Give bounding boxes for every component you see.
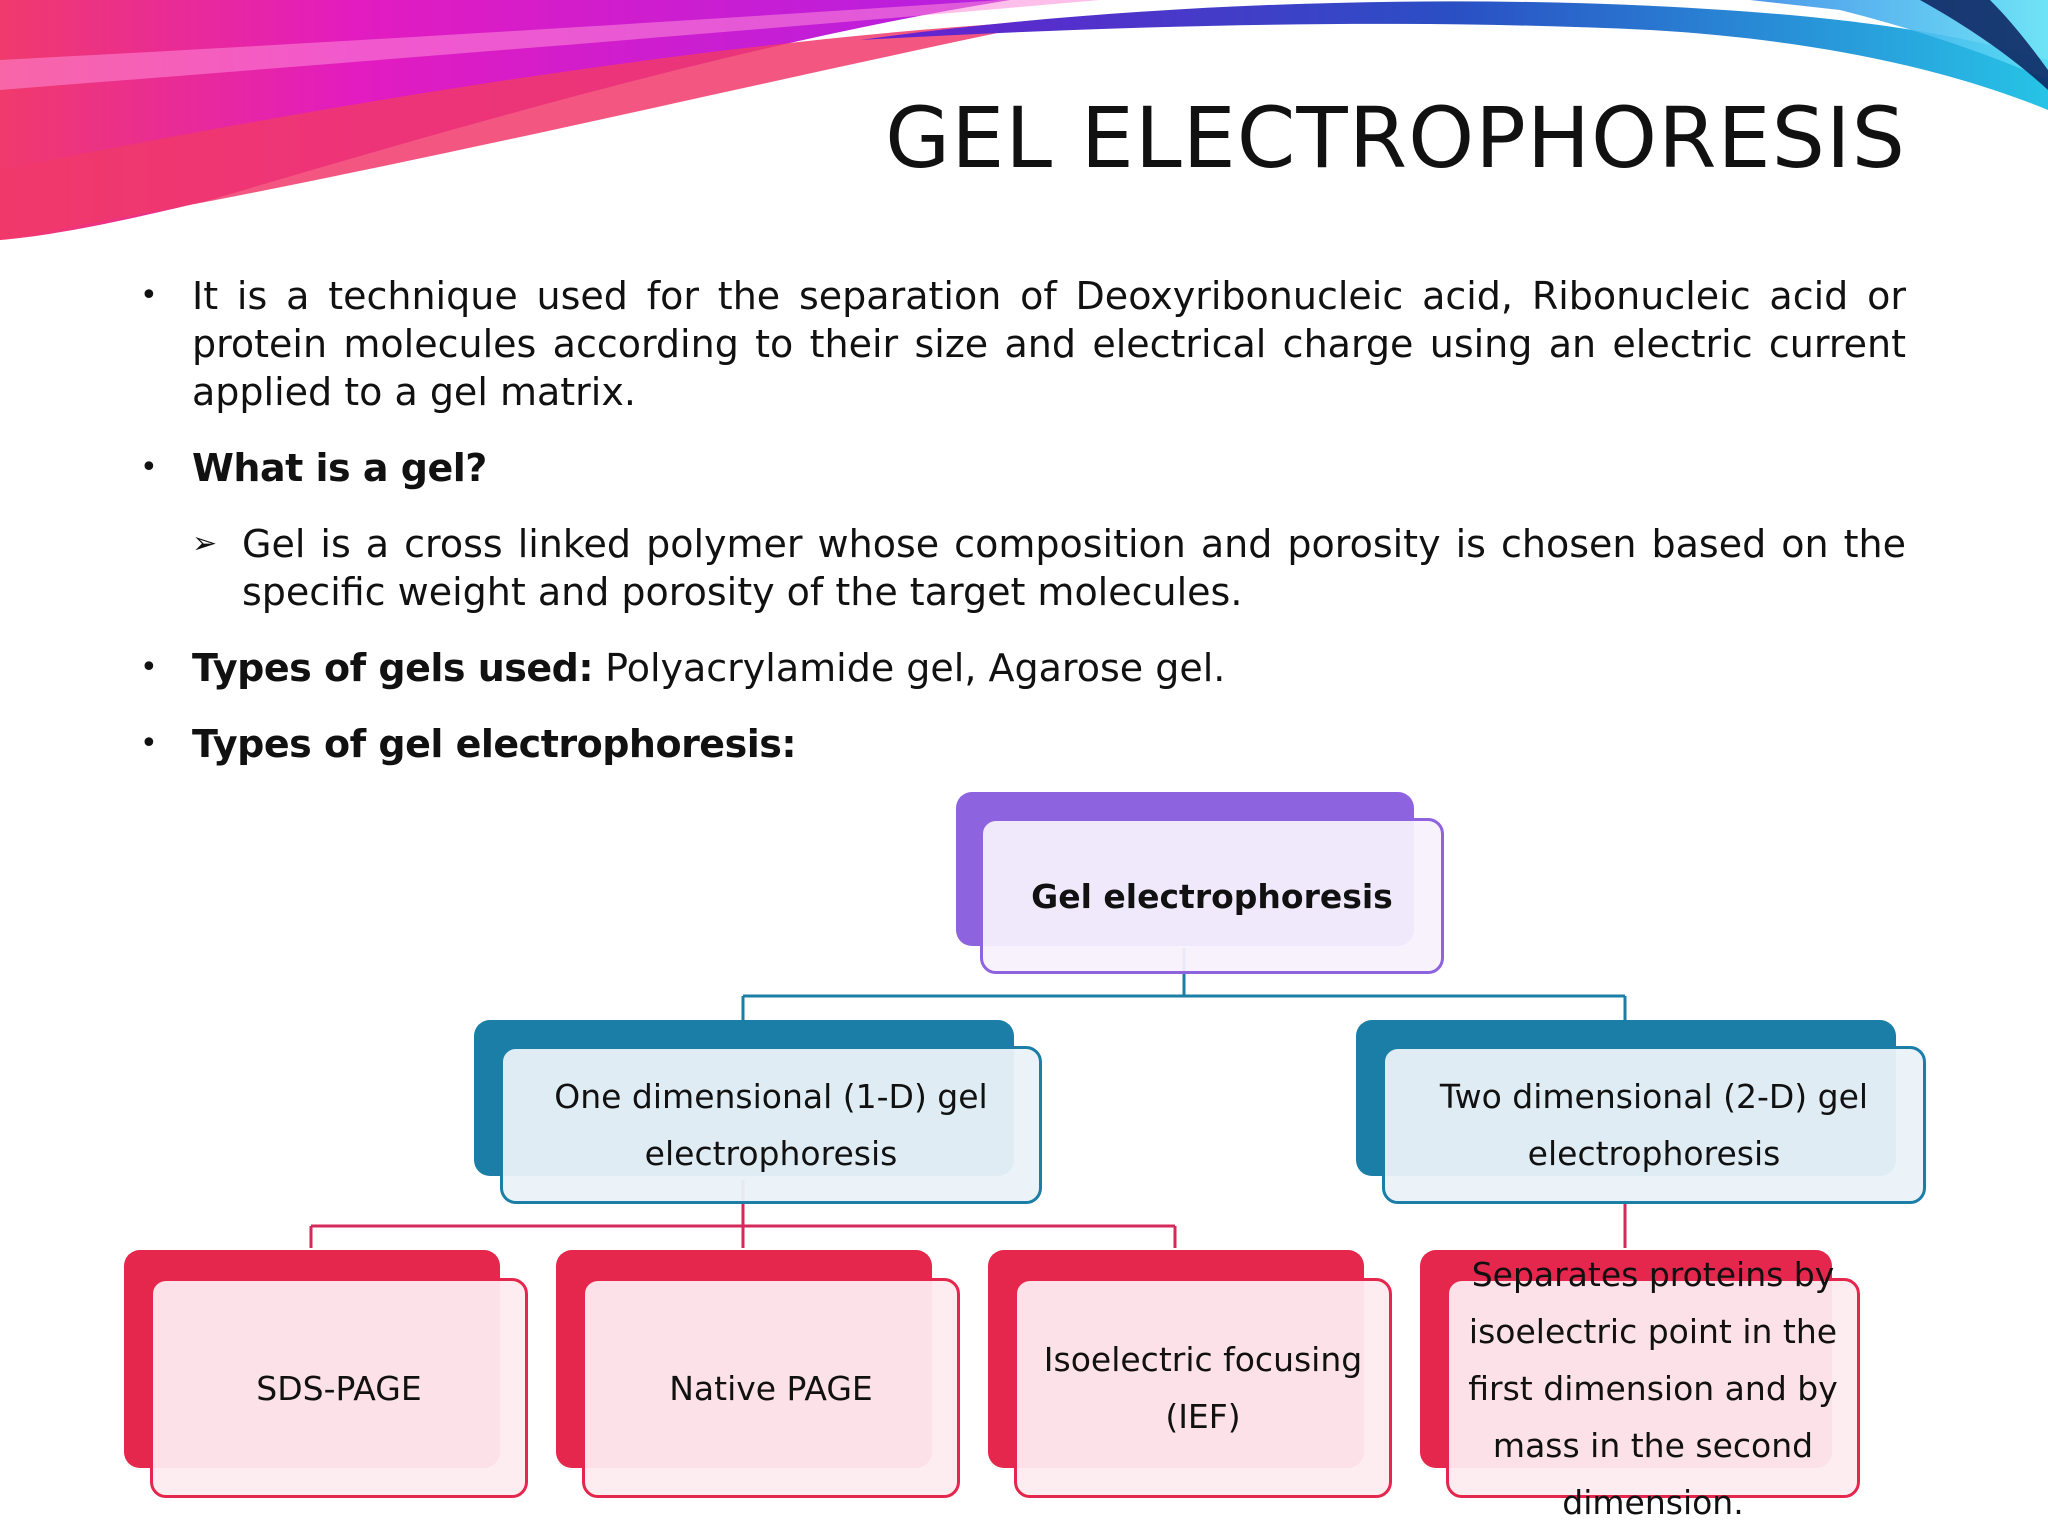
- bullet-what-is-gel: • What is a gel?: [140, 444, 487, 492]
- diagram-root-label: Gel electrophoresis: [1031, 876, 1393, 916]
- diagram-node-2d-label: Two dimensional (2-D) gel electrophoresi…: [1439, 1077, 1869, 1173]
- bullet-what-is-gel-text: What is a gel?: [192, 446, 487, 490]
- diagram-leaf-sds-page-label: SDS-PAGE: [256, 1368, 422, 1408]
- bullet-definition-text: It is a technique used for the separatio…: [192, 274, 1906, 414]
- diagram-leaf-ief-label: Isoelectric focusing (IEF): [1043, 1340, 1363, 1436]
- slide-title: GEL ELECTROPHORESIS: [885, 89, 1906, 187]
- diagram-leaf-2d-description: Separates proteins by isoelectric point …: [1420, 1250, 1860, 1522]
- bullet-types-of-electrophoresis-text: Types of gel electrophoresis:: [192, 722, 797, 766]
- diagram-leaf-sds-page: SDS-PAGE: [124, 1250, 528, 1498]
- bullet-types-of-electrophoresis: • Types of gel electrophoresis:: [140, 720, 797, 768]
- diagram-node-1d: One dimensional (1-D) gel electrophoresi…: [474, 1020, 1042, 1204]
- bullet-marker: •: [140, 650, 158, 685]
- diagram-leaf-2d-description-label: Separates proteins by isoelectric point …: [1468, 1254, 1838, 1522]
- bullet-types-of-gels-label: Types of gels used:: [192, 646, 594, 690]
- sub-bullet-gel-definition-text: Gel is a cross linked polymer whose comp…: [242, 522, 1906, 614]
- diagram-node-2d: Two dimensional (2-D) gel electrophoresi…: [1356, 1020, 1926, 1204]
- diagram-root-node: Gel electrophoresis: [956, 792, 1444, 974]
- bullet-types-of-gels: • Types of gels used: Polyacrylamide gel…: [140, 644, 1226, 692]
- bullet-marker: •: [140, 726, 158, 761]
- diagram-leaf-native-page: Native PAGE: [556, 1250, 960, 1498]
- sub-bullet-gel-definition: ➢ Gel is a cross linked polymer whose co…: [192, 520, 1906, 616]
- diagram-leaf-ief: Isoelectric focusing (IEF): [988, 1250, 1392, 1498]
- diagram-leaf-native-page-label: Native PAGE: [669, 1368, 873, 1408]
- diagram-node-1d-label: One dimensional (1-D) gel electrophoresi…: [554, 1077, 988, 1173]
- decorative-swoosh-banner: [0, 0, 2048, 240]
- bullet-marker: •: [140, 278, 158, 313]
- bullet-definition: • It is a technique used for the separat…: [140, 272, 1906, 416]
- arrow-bullet-icon: ➢: [192, 526, 218, 561]
- bullet-types-of-gels-text: Polyacrylamide gel, Agarose gel.: [593, 646, 1226, 690]
- bullet-marker: •: [140, 450, 158, 485]
